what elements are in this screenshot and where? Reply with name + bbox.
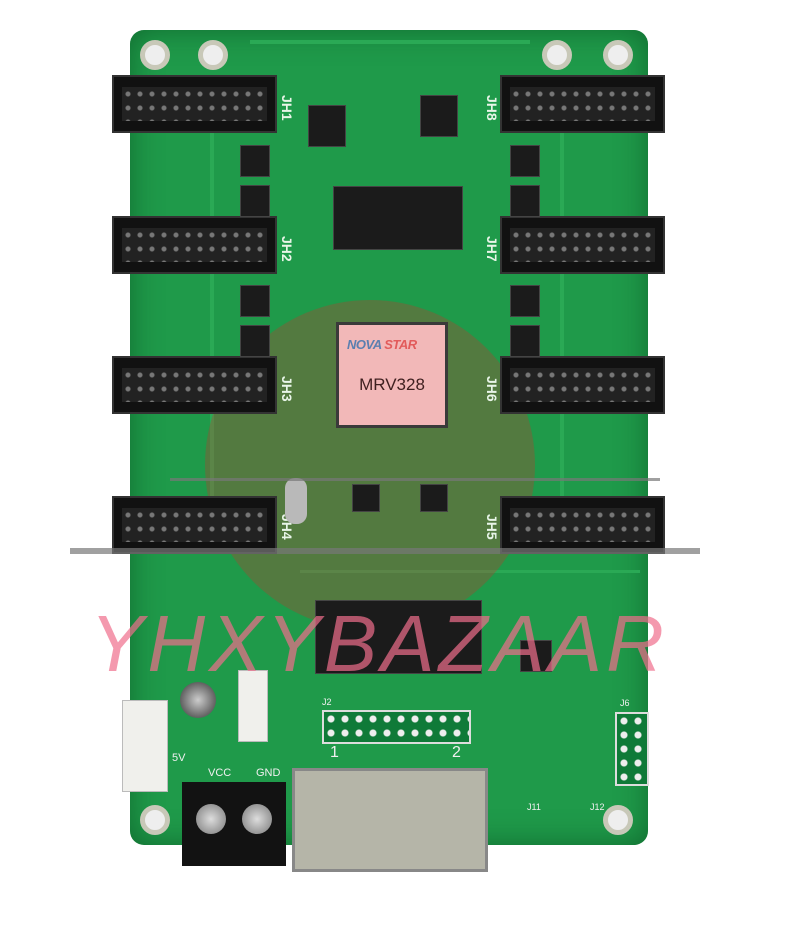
mounting-hole [603,40,633,70]
label-jh6: JH6 [484,376,500,402]
ethernet-port [292,768,488,872]
header-jh4 [112,496,277,554]
gnd-label: GND [256,767,281,779]
header-jh3 [112,356,277,414]
ic-chip [333,186,463,250]
ic-chip [308,105,346,147]
ic-chip [420,484,448,512]
ic-chip [510,185,540,217]
vcc-label: VCC [208,767,232,779]
label-jh8: JH8 [484,95,500,121]
ic-chip [240,145,270,177]
header-jh1 [112,75,277,133]
ic-chip [510,285,540,317]
ic-chip [520,640,552,672]
label-jh3: JH3 [279,376,295,402]
ic-chip [315,600,482,674]
ic-chip [510,325,540,357]
port-1-label: 1 [330,744,339,761]
ic-chip [420,95,458,137]
mounting-hole [198,40,228,70]
connector-j6 [615,712,649,786]
header-jh5 [500,496,665,554]
j6-label: J6 [620,698,630,708]
label-jh2: JH2 [279,236,295,262]
ic-chip [240,185,270,217]
screw-icon [242,804,272,834]
header-jh8 [500,75,665,133]
ic-chip [240,285,270,317]
watermark-text: YHXYBAZAAR [90,599,668,688]
terminal-block [182,782,286,866]
port-2-label: 2 [452,744,461,761]
header-jh7 [500,216,665,274]
ic-chip [510,145,540,177]
pcb-board [130,30,648,845]
j2-label: J2 [322,697,332,707]
5v-label: 5V [172,752,186,764]
power-connector [122,700,168,792]
capacitor [180,682,216,718]
label-jh5: JH5 [484,514,500,540]
main-chip: NOVA STAR MRV328 [336,322,448,428]
mounting-hole [603,805,633,835]
mounting-hole [542,40,572,70]
header-jh2 [112,216,277,274]
chip-model: MRV328 [359,375,425,394]
label-jh1: JH1 [279,95,295,121]
ic-chip [352,484,380,512]
connector-j2 [322,710,471,744]
white-connector [238,670,268,742]
j12-label: J12 [590,802,605,812]
crystal-oscillator [285,478,307,524]
watermark-line [70,548,700,554]
ic-chip [240,325,270,357]
novastar-logo: NOVA STAR [347,337,417,352]
j11-label: J11 [527,802,541,812]
watermark-line [170,478,660,481]
screw-icon [196,804,226,834]
mounting-hole [140,40,170,70]
label-jh7: JH7 [484,236,500,262]
header-jh6 [500,356,665,414]
mounting-hole [140,805,170,835]
